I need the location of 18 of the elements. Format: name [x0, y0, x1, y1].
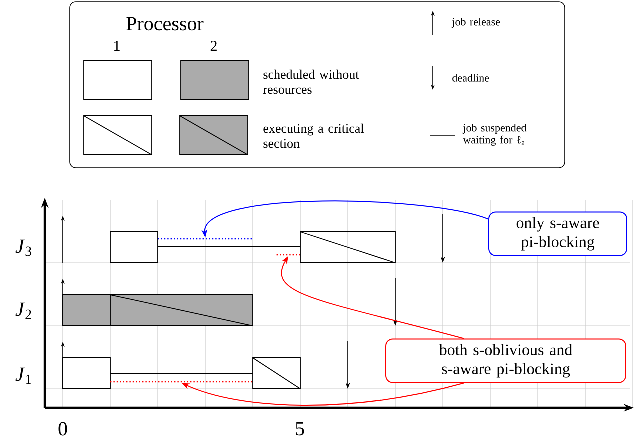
row-label: J$_{1}$ — [16, 368, 32, 384]
legend-text: job suspended waiting for ℓ$_{a}$ — [462, 124, 527, 146]
legend-heading: Processor — [126, 17, 204, 31]
legend-text: scheduled without resources — [263, 70, 360, 94]
legend-text: job release — [452, 18, 500, 28]
legend-text: executing a critical section — [264, 124, 364, 148]
tick-label: 0 — [58, 422, 68, 436]
callout-box: only s-aware pi-blocking — [488, 212, 628, 256]
tick-label: 5 — [296, 422, 304, 436]
column-label: 2 — [210, 41, 217, 51]
column-label: 1 — [114, 41, 120, 51]
dotted-line — [276, 254, 300, 256]
legend-text: deadline — [452, 74, 490, 82]
dotted-line — [158, 238, 253, 240]
row-label: J$_{2}$ — [16, 302, 32, 320]
row-label: J$_{3}$ — [16, 240, 32, 256]
dotted-line — [110, 381, 253, 383]
callout-box: both s-oblivious and s-aware pi-blocking — [386, 338, 626, 384]
